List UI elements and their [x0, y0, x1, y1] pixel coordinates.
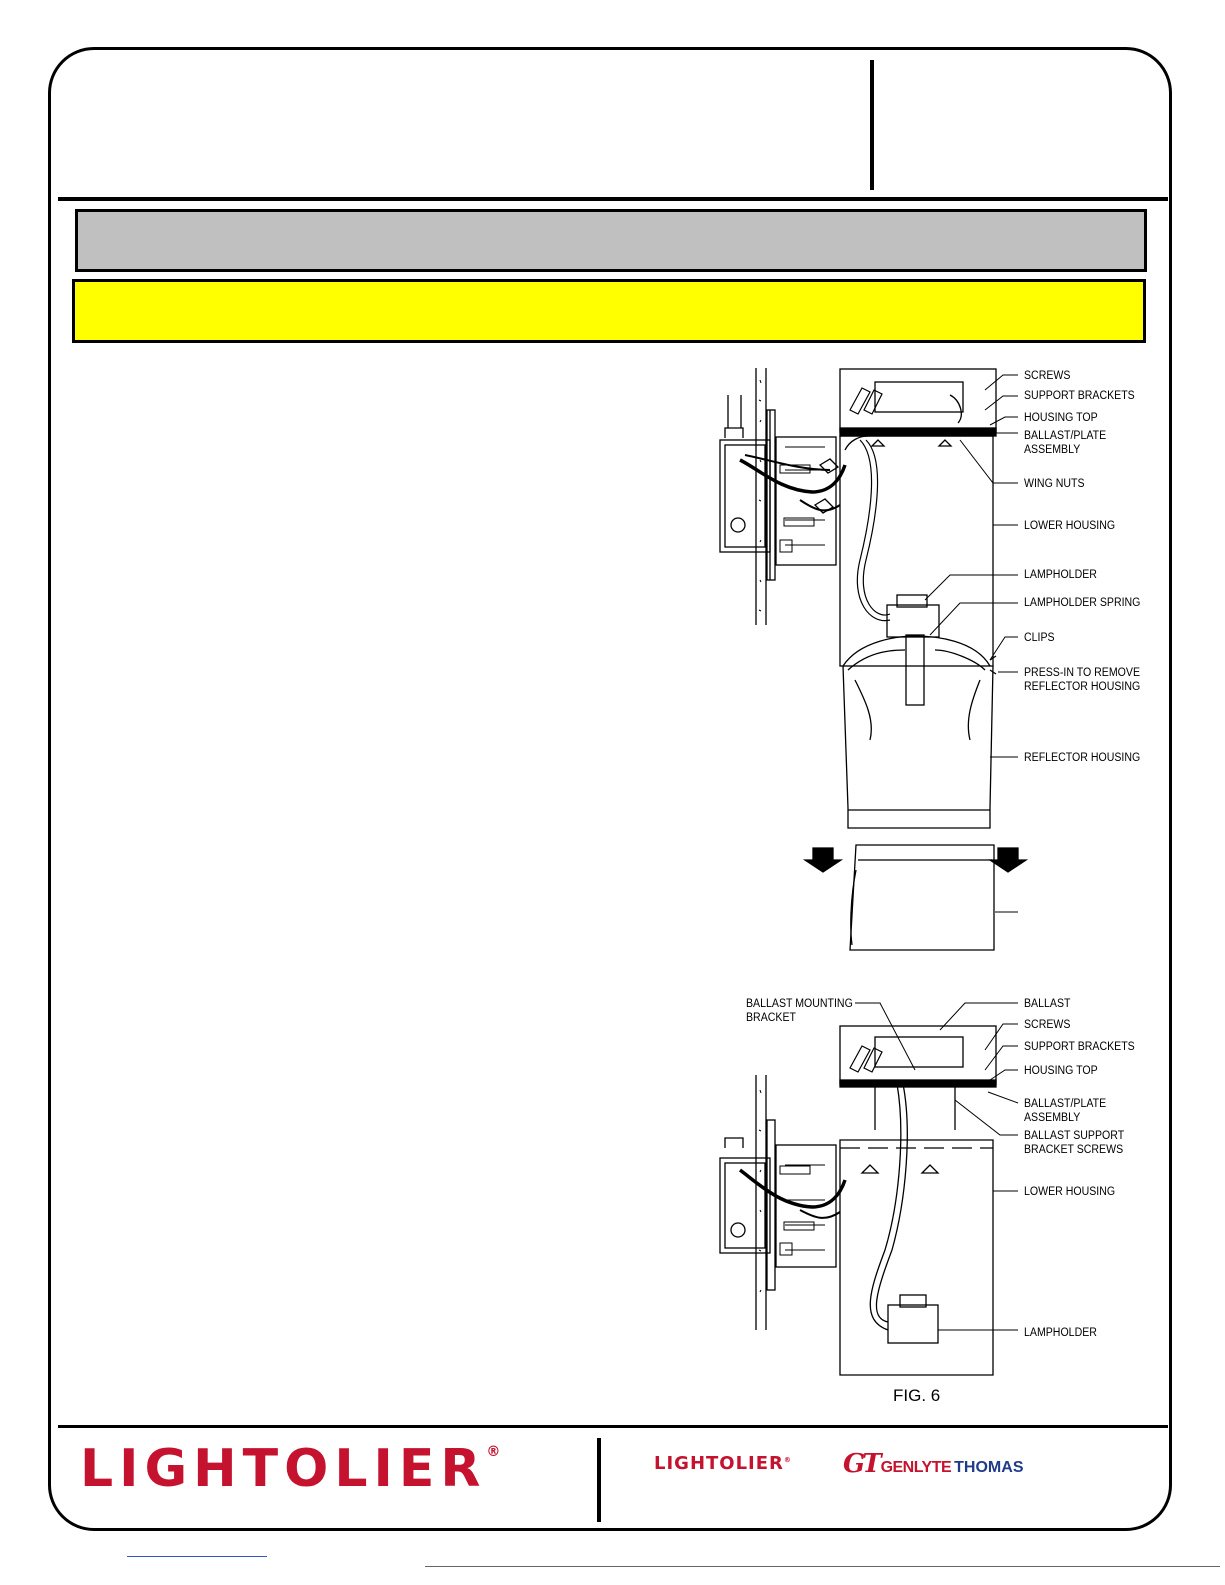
housing-top-bottom-fig [839, 1025, 997, 1085]
label-ballast-mounting-bracket: BALLAST MOUNTING BRACKET [746, 998, 853, 1024]
trim-piece [849, 844, 995, 951]
junction-box-bottom [719, 1157, 771, 1254]
label-support-brackets-2: SUPPORT BRACKETS [1024, 1041, 1135, 1053]
label-lower-housing: LOWER HOUSING [1024, 520, 1116, 532]
label-support-brackets: SUPPORT BRACKETS [1024, 390, 1135, 402]
header-rule [58, 197, 1168, 201]
lightolier-logo-small: LIGHTOLIER® [654, 1453, 791, 1474]
gt-mark: GT [843, 1449, 882, 1479]
label-lower-housing-2: LOWER HOUSING [1024, 1186, 1116, 1198]
header-divider [870, 60, 874, 190]
junction-box-top [719, 439, 771, 553]
lampholder [886, 604, 940, 638]
label-reflector-housing: REFLECTOR HOUSING [1024, 752, 1141, 764]
ceiling-slab-top [755, 368, 767, 625]
arrow-left [802, 847, 844, 873]
label-screws: SCREWS [1024, 370, 1071, 382]
ceiling-slab-bottom [755, 1075, 767, 1330]
lower-housing-bottom-fig [839, 1139, 994, 1376]
label-ballast-support-screws: BALLAST SUPPORT BRACKET SCREWS [1024, 1130, 1125, 1156]
label-press-in: PRESS-IN TO REMOVE REFLECTOR HOUSING [1024, 667, 1141, 693]
housing-top-upper [839, 368, 997, 433]
label-housing-top: HOUSING TOP [1024, 412, 1098, 424]
label-clips: CLIPS [1024, 632, 1055, 644]
label-screws-2: SCREWS [1024, 1019, 1071, 1031]
warning-bar [72, 279, 1146, 343]
label-ballast-plate: BALLAST/PLATE ASSEMBLY [1024, 430, 1107, 456]
label-ballast: BALLAST [1024, 998, 1071, 1010]
label-housing-top-2: HOUSING TOP [1024, 1065, 1098, 1077]
gt-genlyte: GENLYTE [880, 1459, 952, 1476]
label-lampholder: LAMPHOLDER [1024, 569, 1097, 581]
genlyte-thomas-logo: GT GENLYTE THOMAS [843, 1447, 1023, 1477]
page-frame [48, 47, 1172, 1531]
gt-thomas: THOMAS [954, 1459, 1024, 1476]
label-ballast-plate-2: BALLAST/PLATE ASSEMBLY [1024, 1098, 1107, 1124]
figure-caption: FIG. 6 [893, 1386, 941, 1405]
label-lampholder-2: LAMPHOLDER [1024, 1327, 1097, 1339]
label-wing-nuts: WING NUTS [1024, 478, 1085, 490]
lower-housing [839, 435, 994, 667]
footer-rule [58, 1425, 1168, 1428]
arrow-right [987, 847, 1029, 873]
lightolier-logo: LIGHTOLIER® [80, 1439, 501, 1499]
footer-divider [597, 1438, 601, 1522]
lampholder-bottom [887, 1304, 939, 1344]
label-lampholder-spring: LAMPHOLDER SPRING [1024, 597, 1141, 609]
bottom-edge-line [425, 1566, 1220, 1567]
bottom-link-underline[interactable] [127, 1556, 267, 1557]
title-bar [75, 209, 1147, 272]
